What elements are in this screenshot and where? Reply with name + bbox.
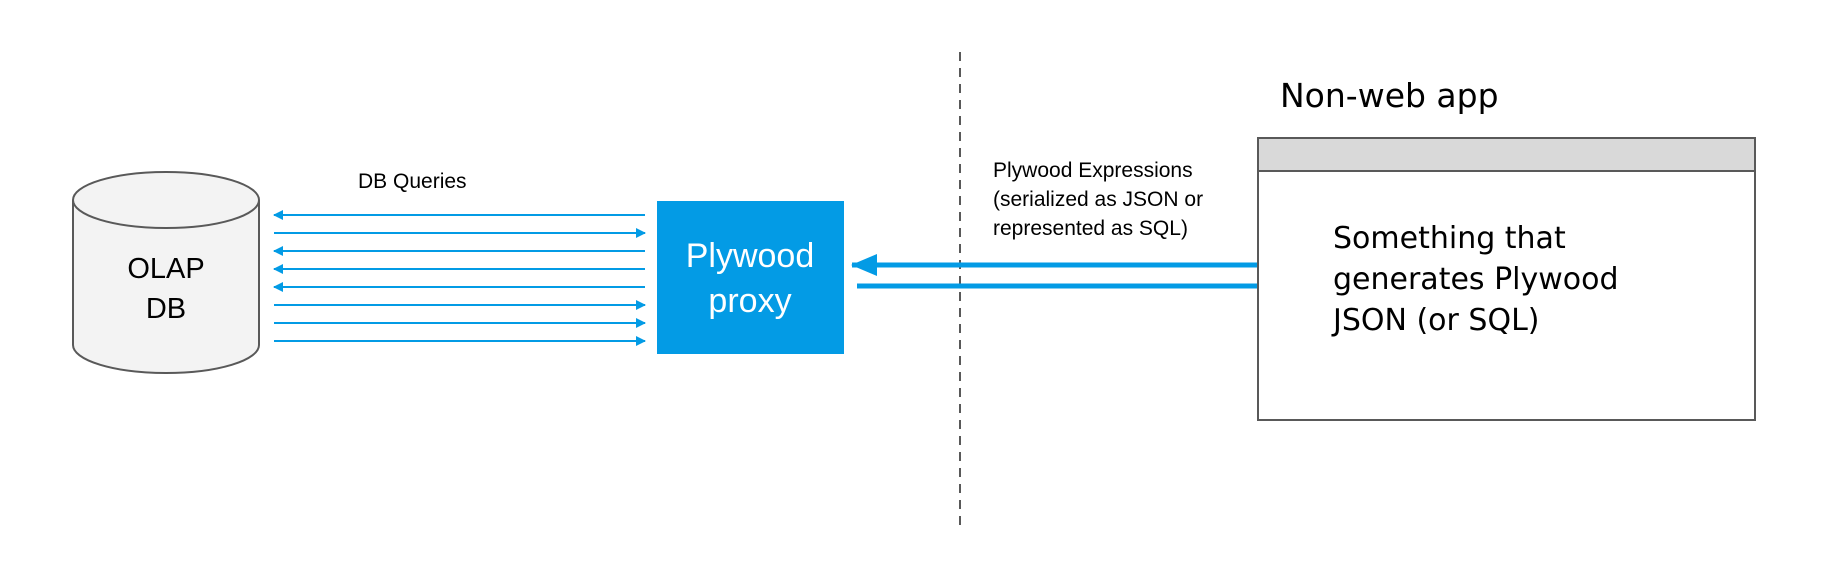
app-body-line3: JSON (or SQL) [1331,303,1539,338]
plywood-proxy: Plywood proxy [657,201,844,354]
app-body-line2: generates Plywood [1333,262,1619,297]
db-query-arrows [273,210,646,346]
app-title: Non-web app [1280,76,1499,115]
cylinder-body [72,200,260,374]
cylinder-top [72,171,260,229]
proxy-label-line2: proxy [708,282,791,320]
app-body-line1: Something that [1333,221,1566,256]
non-web-app-window: Something that generates Plywood JSON (o… [1257,137,1756,421]
db-queries-label: DB Queries [358,170,467,193]
app-window-frame [1257,137,1756,421]
db-label-line2: DB [146,293,186,325]
db-label-line1: OLAP [127,253,204,285]
expressions-label: Plywood Expressions (serialized as JSON … [993,159,1203,240]
proxy-label-line1: Plywood [686,237,815,275]
olap-db-cylinder: OLAP DB [72,171,260,374]
expressions-line1: Plywood Expressions [993,159,1193,182]
app-window-titlebar [1257,137,1756,172]
proxy-box [657,201,844,354]
expressions-line2: (serialized as JSON or [993,188,1203,211]
expressions-line3: represented as SQL) [993,217,1188,240]
